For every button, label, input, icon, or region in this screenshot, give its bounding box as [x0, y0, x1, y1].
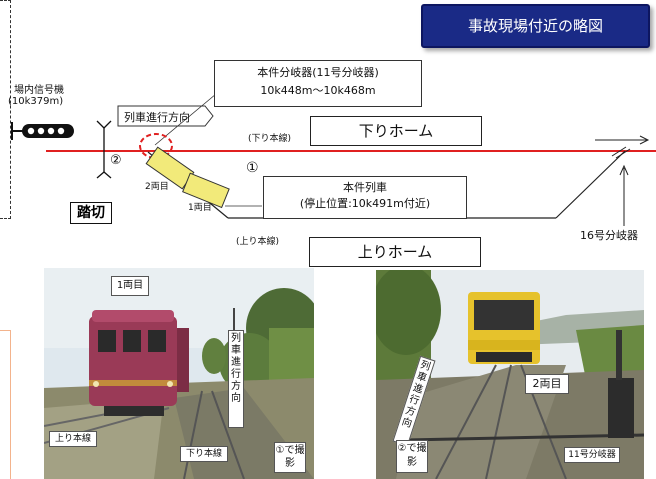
accident-point-circle [139, 133, 173, 159]
up-main-line-label: (上り本線) [236, 237, 280, 247]
up-platform: 上りホーム [309, 237, 481, 267]
train-box-stop: (停止位置:10k491m付近) [299, 197, 431, 210]
photo-left: 1両目 列車進行方向 上り本線 下り本線 ①で撮影 [44, 268, 314, 479]
photo-right-shot: ②で撮影 [396, 440, 428, 473]
signal-lamp-1 [27, 127, 35, 135]
branch-switch-title: 本件分岐器(11号分岐器) [257, 66, 379, 79]
track-diagram [11, 93, 656, 226]
crossing-arm-right [103, 120, 112, 129]
photo-right-car-label: 2両目 [525, 374, 569, 394]
crossing-arm-left [96, 120, 105, 129]
signal-lamp-3 [47, 127, 55, 135]
car-2-label: 2両目 [145, 182, 169, 192]
train-box-title: 本件列車 [343, 181, 387, 194]
switch-16-label: 16号分岐器 [580, 229, 638, 242]
photo-left-car-label: 1両目 [111, 276, 149, 296]
right-arrow-head [639, 135, 650, 145]
photo-left-up-line: 上り本線 [49, 431, 97, 447]
branch-switch-range: 10k448m～10k468m [260, 84, 376, 97]
photo-right-switch: 11号分岐器 [564, 447, 620, 463]
photo-right: 2両目 列車進行方向 ②で撮影 11号分岐器 [376, 270, 644, 479]
signal-position: (10k379m) [8, 96, 64, 107]
car-1-label: 1両目 [188, 203, 212, 213]
crossing-leg-left [96, 171, 105, 179]
left-frame-bottom [0, 330, 11, 479]
down-main-line-label: (下り本線) [248, 134, 292, 144]
switch-16-link [555, 150, 626, 219]
crossing-leg-right [103, 171, 112, 179]
car-1-shape [182, 172, 230, 209]
signal-lamp-4 [57, 127, 65, 135]
photo-left-scene [44, 268, 314, 479]
photo-left-down-line: 下り本線 [180, 446, 228, 462]
signal-lamp-2 [37, 127, 45, 135]
left-frame-top [0, 0, 11, 219]
photo-left-shot: ①で撮影 [274, 442, 306, 473]
signal-label: 場内信号機 [14, 85, 64, 96]
marker-1: ① [246, 160, 259, 176]
train-box: 本件列車 (停止位置:10k491m付近) [263, 176, 467, 219]
direction-arrow-shape [117, 105, 214, 127]
direction-top-label: 列車進行方向 [124, 111, 190, 124]
down-platform: 下りホーム [310, 116, 482, 146]
switch-16-pointer-head [619, 164, 629, 176]
diagram-title: 事故現場付近の略図 [421, 4, 650, 48]
branch-switch-box: 本件分岐器(11号分岐器) 10k448m～10k468m [214, 60, 422, 107]
crossing-label: 踏切 [70, 202, 112, 224]
switch-16-hatch-2 [615, 148, 631, 159]
photo-left-direction: 列車進行方向 [228, 330, 244, 428]
switch-16-hatch-1 [611, 146, 627, 157]
marker-2: ② [110, 153, 122, 168]
